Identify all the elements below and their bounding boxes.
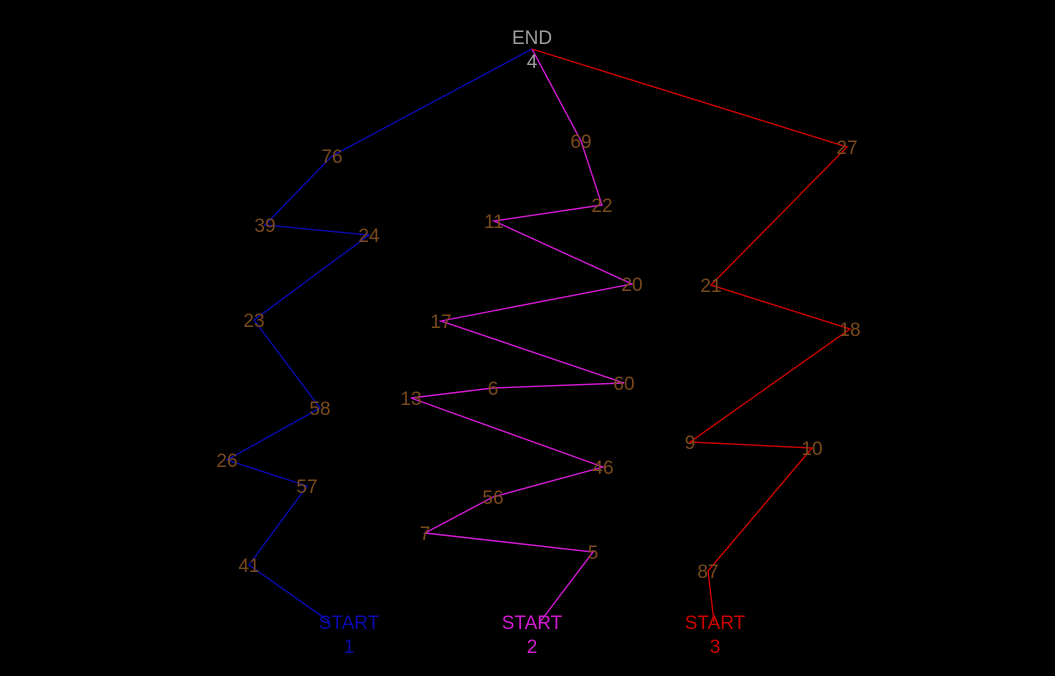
node-label-56: 56 <box>482 488 503 509</box>
path-lines <box>225 48 852 623</box>
node-label-57: 57 <box>296 477 317 498</box>
node-label-6: 6 <box>488 379 499 400</box>
start-number-1: 1 <box>344 637 355 658</box>
node-label-10: 10 <box>801 439 822 460</box>
node-label-18: 18 <box>839 320 860 341</box>
node-label-11: 11 <box>484 212 504 233</box>
node-label-46: 46 <box>592 458 613 479</box>
node-label-87: 87 <box>697 562 718 583</box>
node-label-21: 21 <box>700 276 721 297</box>
path-line-2 <box>410 48 635 623</box>
end-label: END <box>512 28 552 49</box>
node-label-22: 22 <box>591 196 612 217</box>
path-line-1 <box>225 48 533 623</box>
start-label-2: START <box>502 613 563 634</box>
start-number-2: 2 <box>527 637 538 658</box>
node-label-39: 39 <box>254 216 275 237</box>
node-label-27: 27 <box>836 138 857 159</box>
start-label-1: START <box>319 613 380 634</box>
start-number-3: 3 <box>710 637 721 658</box>
node-label-69: 69 <box>570 132 591 153</box>
start-markers: START 1 START 2 START 3 <box>319 613 746 658</box>
node-label-9: 9 <box>685 433 696 454</box>
node-label-24: 24 <box>358 226 380 247</box>
node-label-13: 13 <box>400 389 421 410</box>
end-marker: END 4 <box>512 28 552 73</box>
node-label-26: 26 <box>216 451 237 472</box>
path-line-3 <box>531 48 852 623</box>
node-label-76: 76 <box>321 147 342 168</box>
end-node-label: 4 <box>527 52 538 73</box>
node-label-20: 20 <box>621 275 642 296</box>
node-label-41: 41 <box>238 556 259 577</box>
start-label-3: START <box>685 613 746 634</box>
node-label-17: 17 <box>430 312 451 333</box>
node-label-60: 60 <box>613 374 634 395</box>
node-label-5: 5 <box>588 543 599 564</box>
node-label-58: 58 <box>309 399 330 420</box>
node-label-23: 23 <box>243 311 264 332</box>
node-label-7: 7 <box>420 524 431 545</box>
